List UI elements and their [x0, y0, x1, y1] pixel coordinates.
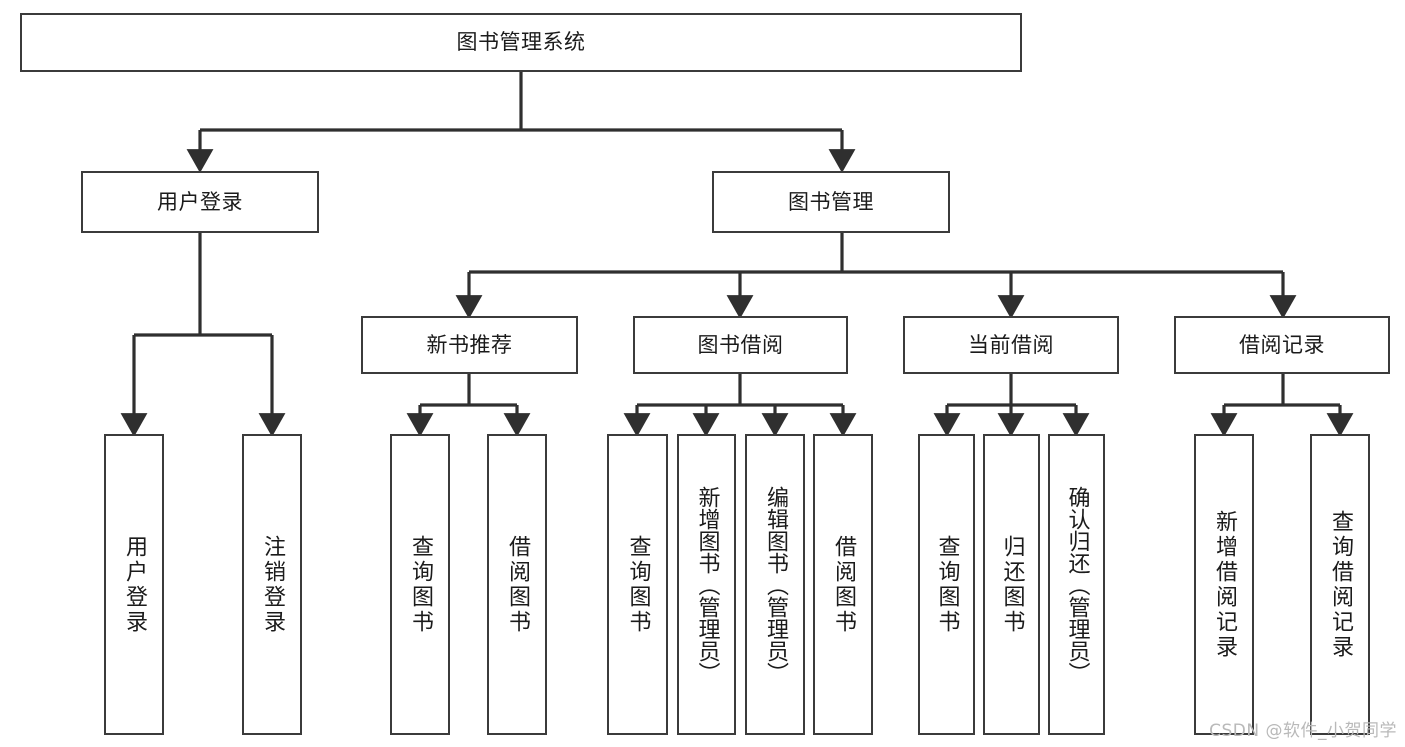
node-label: 新增图书（管理员） [694, 485, 720, 684]
node-label: 查询图书 [934, 534, 960, 635]
leaf-query-book-recommend[interactable]: 查询图书 [390, 434, 450, 735]
node-label: 查询借阅记录 [1327, 509, 1353, 660]
node-label: 查询图书 [407, 534, 433, 635]
node-label: 图书借阅 [697, 332, 784, 357]
node-label: 图书管理系统 [456, 30, 586, 55]
leaf-logout[interactable]: 注销登录 [242, 434, 302, 735]
leaf-borrow-book-recommend[interactable]: 借阅图书 [487, 434, 547, 735]
node-label: 图书管理 [788, 189, 874, 214]
node-root-system[interactable]: 图书管理系统 [20, 13, 1022, 72]
leaf-return-book[interactable]: 归还图书 [983, 434, 1040, 735]
node-book-management[interactable]: 图书管理 [712, 171, 950, 233]
node-label: 用户登录 [121, 534, 147, 635]
node-label: 新书推荐 [426, 332, 513, 357]
node-label: 用户登录 [157, 189, 243, 214]
leaf-edit-book-admin[interactable]: 编辑图书（管理员） [745, 434, 805, 735]
leaf-borrow-book[interactable]: 借阅图书 [813, 434, 873, 735]
watermark-text: CSDN @软件_小贺同学 [1209, 721, 1397, 741]
node-label: 借阅图书 [504, 534, 530, 635]
node-book-borrow[interactable]: 图书借阅 [633, 316, 848, 374]
node-label: 查询图书 [625, 534, 651, 635]
leaf-confirm-return-admin[interactable]: 确认归还（管理员） [1048, 434, 1105, 735]
leaf-query-book-borrow[interactable]: 查询图书 [607, 434, 668, 735]
leaf-user-login[interactable]: 用户登录 [104, 434, 164, 735]
node-label: 编辑图书（管理员） [762, 485, 788, 684]
node-label: 借阅图书 [830, 534, 856, 635]
node-current-borrow[interactable]: 当前借阅 [903, 316, 1119, 374]
node-borrow-record[interactable]: 借阅记录 [1174, 316, 1390, 374]
node-label: 归还图书 [999, 534, 1025, 635]
leaf-add-book-admin[interactable]: 新增图书（管理员） [677, 434, 736, 735]
node-label: 注销登录 [259, 534, 285, 635]
node-label: 确认归还（管理员） [1064, 485, 1090, 684]
leaf-add-borrow-record[interactable]: 新增借阅记录 [1194, 434, 1254, 735]
leaf-query-book-current[interactable]: 查询图书 [918, 434, 975, 735]
node-label: 新增借阅记录 [1211, 509, 1237, 660]
node-new-book-recommend[interactable]: 新书推荐 [361, 316, 578, 374]
node-label: 借阅记录 [1239, 332, 1325, 357]
node-label: 当前借阅 [968, 332, 1054, 357]
node-user-login[interactable]: 用户登录 [81, 171, 319, 233]
leaf-query-borrow-record[interactable]: 查询借阅记录 [1310, 434, 1370, 735]
